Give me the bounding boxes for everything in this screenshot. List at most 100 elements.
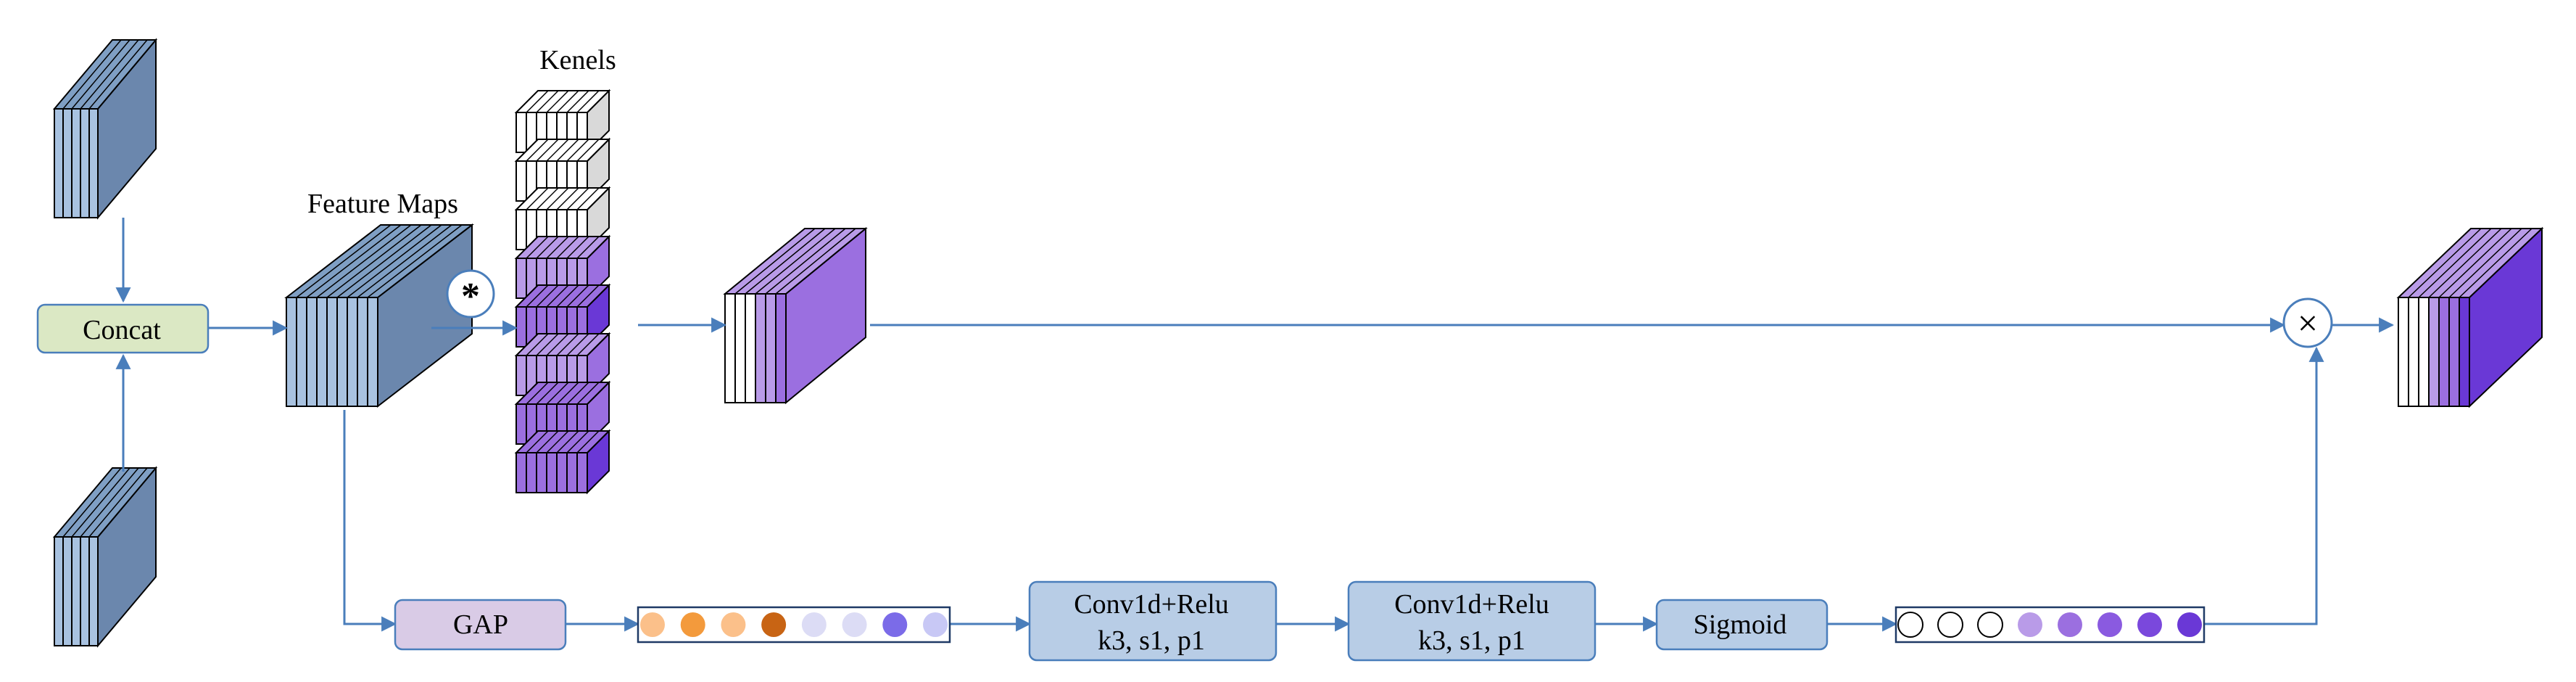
kernel-row-edge [576, 333, 600, 356]
kernel-row-edge [587, 333, 610, 356]
conv-output-stack-edge [755, 228, 836, 295]
feature-maps-stack-slice [306, 297, 318, 407]
kernel-row-edge [587, 284, 610, 308]
kernel-row-edge [526, 139, 549, 162]
kernel-row-slice [546, 452, 558, 493]
sigmoid-channel-vector-element [2097, 612, 2122, 637]
conv-output-stack-slice [734, 293, 746, 403]
kernel-row-edge [566, 430, 589, 453]
feature-maps-stack-slice [296, 297, 307, 407]
kernel-row-edge [546, 139, 569, 162]
feature-maps-stack-edge [357, 224, 452, 298]
kernel-row [514, 332, 611, 398]
gap-channel-vector-element [882, 612, 908, 637]
conv-output-stack-slice [775, 293, 787, 403]
feature-maps-stack-slice [347, 297, 358, 407]
kernel-row-slice [515, 160, 527, 202]
final-output-stack-edge [2408, 228, 2482, 298]
kernel-row-edge [526, 430, 549, 453]
multiply-operator-icon [2282, 297, 2333, 348]
feature-maps-stack-slice [326, 297, 338, 407]
input-stack-bottom-edge [88, 467, 148, 538]
final-output-stack-slice [2428, 297, 2440, 407]
kernel-row-edge [526, 90, 549, 113]
kernel-row-edge [566, 187, 589, 210]
convolution-operator-icon [446, 269, 495, 319]
kernel-row-slice [526, 452, 537, 493]
kernel-row-slice [576, 452, 588, 493]
kernel-row-slice [515, 403, 527, 445]
kernel-row-edge [566, 90, 589, 113]
kernel-row-edge [546, 236, 569, 259]
input-stack-bottom [52, 466, 158, 648]
kernel-row-slice [515, 452, 527, 493]
input-stack-top-edge [71, 39, 131, 110]
gap-channel-vector-element [640, 612, 665, 637]
conv-output-stack-slice [765, 293, 776, 403]
kernel-row-edge [576, 236, 600, 259]
gap-channel-vector-element [801, 612, 827, 637]
kernel-stack [514, 89, 611, 495]
gap-channel-vector-element [761, 612, 787, 637]
input-stack-bottom-slice [80, 536, 90, 646]
kernel-row-edge [576, 187, 600, 210]
final-output-stack [2396, 226, 2544, 408]
kernel-row-slice [515, 112, 527, 153]
kernel-row-slice [536, 452, 547, 493]
final-output-stack-edge [2428, 228, 2502, 298]
feature-maps-stack-edge [306, 224, 402, 298]
input-stack-bottom-edge [71, 467, 131, 538]
feature-maps-stack-slice [357, 297, 368, 407]
input-stack-top-slice [62, 108, 73, 218]
kernel-row-edge [546, 430, 569, 453]
feature-stacks [52, 38, 2544, 648]
input-stack-bottom-slice [88, 536, 99, 646]
conv-output-stack-slice [745, 293, 756, 403]
gap-channel-vector-element [680, 612, 705, 637]
conv-output-stack-edge [734, 228, 816, 295]
gap-channel-vector-element [721, 612, 746, 637]
conv2-label-line2: k3, s1, p1 [1418, 625, 1525, 656]
kernel-row [514, 429, 611, 495]
kernel-row-edge [526, 187, 549, 210]
gap-box [394, 599, 567, 651]
kernel-row-edge [546, 284, 569, 308]
kernel-row-edge [556, 139, 579, 162]
kernels-label: Kenels [539, 45, 616, 75]
kernel-row-edge [526, 284, 549, 308]
feature-maps-label: Feature Maps [307, 189, 458, 219]
kernel-row-edge [566, 382, 589, 405]
feature-maps-stack-slice [286, 297, 297, 407]
conv-output-stack-slice [724, 293, 736, 403]
feature-maps-stack-edge [326, 224, 422, 298]
kernel-row-edge [587, 236, 610, 259]
conv1-label-line2: k3, s1, p1 [1098, 625, 1205, 656]
input-stack-bottom-slice [62, 536, 73, 646]
kernel-row-edge [526, 236, 549, 259]
input-stack-top-edge [80, 39, 139, 110]
operation-boxes [36, 303, 1829, 662]
kernel-row-edge [546, 382, 569, 405]
kernel-row-edge [556, 284, 579, 308]
input-stack-top-edge [88, 39, 148, 110]
kernel-row-edge [566, 139, 589, 162]
feature-maps-stack-edge [367, 224, 463, 298]
feature-maps-stack-edge [347, 224, 442, 298]
kernel-row-edge [566, 333, 589, 356]
kernel-row-edge [576, 139, 600, 162]
input-stack-top-slice [54, 108, 64, 218]
kernel-row-edge [556, 430, 579, 453]
input-stack-top-slice [80, 108, 90, 218]
kernel-row-edge [587, 90, 610, 113]
final-output-stack-edge [2459, 228, 2532, 298]
conv-output-stack-slice [755, 293, 766, 403]
feature-maps-stack-slice [336, 297, 348, 407]
kernel-row-edge [556, 187, 579, 210]
sigmoid-channel-vector-element [2177, 612, 2202, 637]
final-output-stack-slice [2408, 297, 2419, 407]
feature-maps-stack-edge [377, 224, 473, 298]
final-output-stack-edge [2448, 228, 2522, 298]
kernel-row-slice [556, 452, 568, 493]
gap-channel-vector-element [842, 612, 867, 637]
sigmoid-channel-vector-element [1937, 612, 1963, 638]
